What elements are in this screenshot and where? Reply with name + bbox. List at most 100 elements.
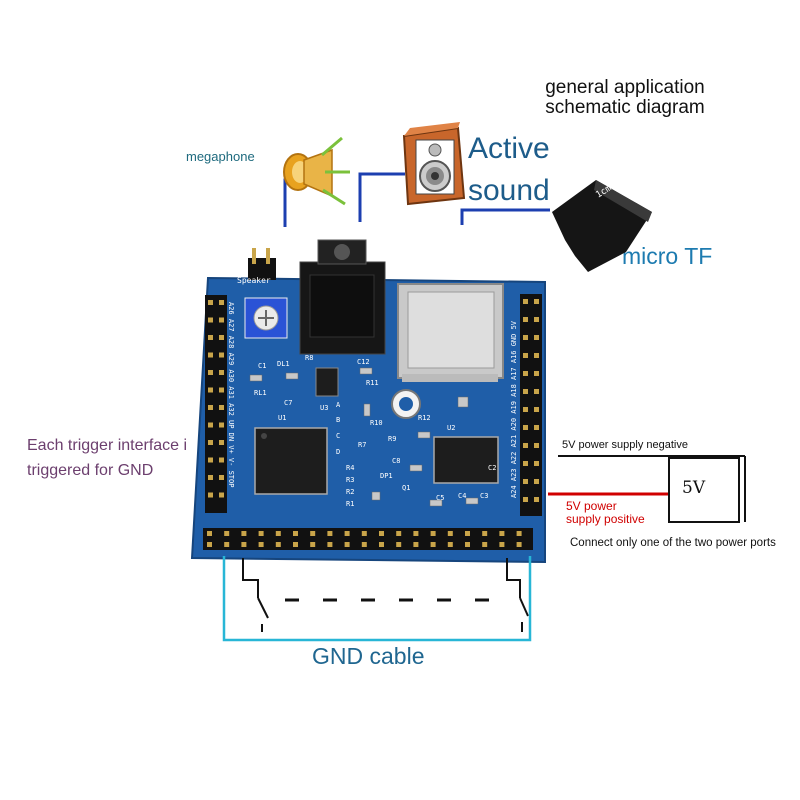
header-pin xyxy=(534,353,539,358)
power-note: Connect only one of the two power ports xyxy=(570,537,776,549)
header-pin xyxy=(224,531,230,536)
header-pin xyxy=(534,407,539,412)
header-pin xyxy=(219,300,224,305)
header-pin xyxy=(219,475,224,480)
right-pin-labels: A24 A23 A22 A21 A20 A19 A18 A17 A16 GND … xyxy=(510,320,518,498)
header-pin xyxy=(523,389,528,394)
header-pin xyxy=(534,299,539,304)
header-pin xyxy=(523,443,528,448)
header-pin xyxy=(534,443,539,448)
header-pins xyxy=(207,299,539,547)
part-designator: U2 xyxy=(447,424,455,432)
part-designator: R10 xyxy=(370,419,383,427)
part-designator: RL1 xyxy=(254,389,267,397)
part-designator: D xyxy=(336,448,340,456)
header-pin xyxy=(219,352,224,358)
gnd-cable xyxy=(222,556,532,642)
part-designator: R2 xyxy=(346,488,354,496)
left-pin-labels: A26 A27 A28 A29 A30 A31 A32 UP DN V+ V- … xyxy=(227,302,235,487)
header-pin xyxy=(534,461,539,466)
header-pin xyxy=(219,492,224,498)
header-pin xyxy=(208,352,213,358)
part-designator: DP1 xyxy=(380,472,393,480)
micro-tf-card-icon: 1cm xyxy=(552,180,652,272)
header-pin xyxy=(219,370,224,375)
header-pin xyxy=(208,335,213,340)
header-pin xyxy=(523,335,528,340)
part-designator: R4 xyxy=(346,464,354,472)
megaphone-label: megaphone xyxy=(186,149,255,164)
header-pin xyxy=(396,542,402,547)
header-pin xyxy=(258,531,264,536)
part-designator: C2 xyxy=(488,464,496,472)
header-pin xyxy=(241,542,247,547)
trigger-note: Each trigger interface i triggered for G… xyxy=(27,437,188,479)
header-pin xyxy=(413,531,419,536)
header-pin xyxy=(534,335,539,340)
header-pin xyxy=(516,531,522,536)
header-pin xyxy=(275,531,281,536)
part-designator: R12 xyxy=(418,414,431,422)
header-pin xyxy=(207,531,212,536)
header-pin xyxy=(523,407,528,412)
part-designator: R7 xyxy=(358,441,366,449)
header-pin xyxy=(534,497,539,502)
header-pin xyxy=(534,425,539,430)
header-pin xyxy=(482,531,488,536)
part-designator: C4 xyxy=(458,492,466,500)
header-pin xyxy=(208,457,213,463)
header-pin xyxy=(208,370,213,375)
part-designator: C5 xyxy=(436,494,444,502)
header-pin xyxy=(219,387,224,393)
power-lines xyxy=(548,455,746,522)
power-box xyxy=(668,457,740,523)
part-designator: R9 xyxy=(388,435,396,443)
part-designator: A xyxy=(336,401,341,409)
part-designator: R3 xyxy=(346,476,354,484)
header-pin xyxy=(534,371,539,376)
header-pin xyxy=(275,542,281,547)
power-box-label: 5V xyxy=(682,478,706,498)
header-pin xyxy=(327,531,333,536)
header-pin xyxy=(208,317,213,323)
header-pin xyxy=(344,542,350,547)
part-designator: C8 xyxy=(392,457,400,465)
speaker-silk: Speaker xyxy=(237,276,271,285)
header-pin xyxy=(523,497,528,502)
part-designator: DL1 xyxy=(277,360,290,368)
header-pin xyxy=(207,542,212,547)
header-pin xyxy=(219,317,224,323)
part-designator: Q1 xyxy=(402,484,410,492)
header-pin xyxy=(327,542,333,547)
header-pin xyxy=(534,479,539,484)
part-designator: C xyxy=(336,432,340,440)
header-pin xyxy=(208,492,213,498)
active-sound-label: Active sound xyxy=(468,132,550,207)
part-designator: C3 xyxy=(480,492,488,500)
header-pin xyxy=(208,440,213,445)
header-pin xyxy=(447,542,453,547)
header-pin xyxy=(523,461,528,466)
header-pin xyxy=(499,531,505,536)
power-positive-label: 5V power supply positive xyxy=(566,499,645,526)
header-pin xyxy=(430,531,436,536)
header-pin xyxy=(396,531,402,536)
header-pin xyxy=(208,387,213,393)
part-designator: R1 xyxy=(346,500,354,508)
part-designator: C12 xyxy=(357,358,370,366)
header-pin xyxy=(310,531,316,536)
header-pin xyxy=(219,335,224,340)
header-pin xyxy=(447,531,453,536)
header-pin xyxy=(361,542,367,547)
header-pin xyxy=(219,457,224,463)
header-pin xyxy=(465,542,470,547)
active-speaker-icon xyxy=(402,122,466,206)
header-pin xyxy=(534,317,539,322)
header-pin xyxy=(379,531,384,536)
header-pin xyxy=(361,531,367,536)
header-pin xyxy=(499,542,505,547)
header-pin xyxy=(516,542,522,547)
header-pin xyxy=(465,531,470,536)
header-pin xyxy=(241,531,247,536)
